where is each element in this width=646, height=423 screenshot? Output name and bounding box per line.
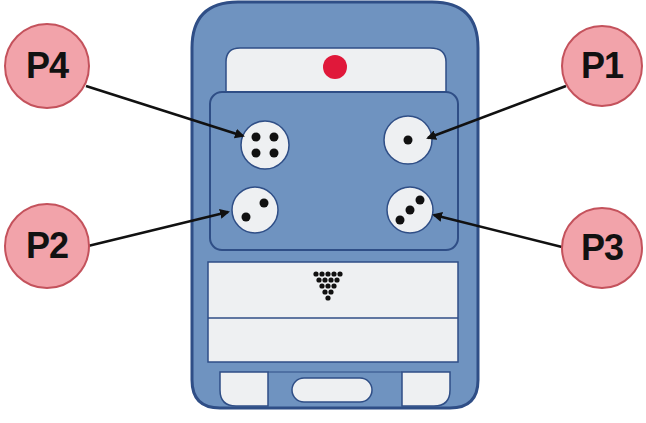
callout-circle: P2 [3,202,91,290]
callout-circle: P3 [560,206,644,290]
callout-circle: P1 [560,24,644,108]
indicator-panel [226,48,446,92]
button-3 [387,187,433,233]
button-1 [384,116,432,164]
logo [313,271,342,300]
button-panel [210,92,458,250]
leader-lines [86,86,566,248]
remote-body [192,2,478,408]
button-2 [232,187,278,233]
tab-left [220,372,268,406]
callout-number: P2 [26,225,68,267]
callout-circle: P4 [3,22,91,110]
callout-number: P4 [26,45,68,87]
callout-number: P3 [581,227,623,269]
button-4 [241,121,289,169]
button-dots [242,133,425,225]
led [323,55,347,79]
callout-number: P1 [581,45,623,87]
keyring-hole [292,378,372,402]
label-panel [208,262,458,362]
tab-right [402,372,450,406]
